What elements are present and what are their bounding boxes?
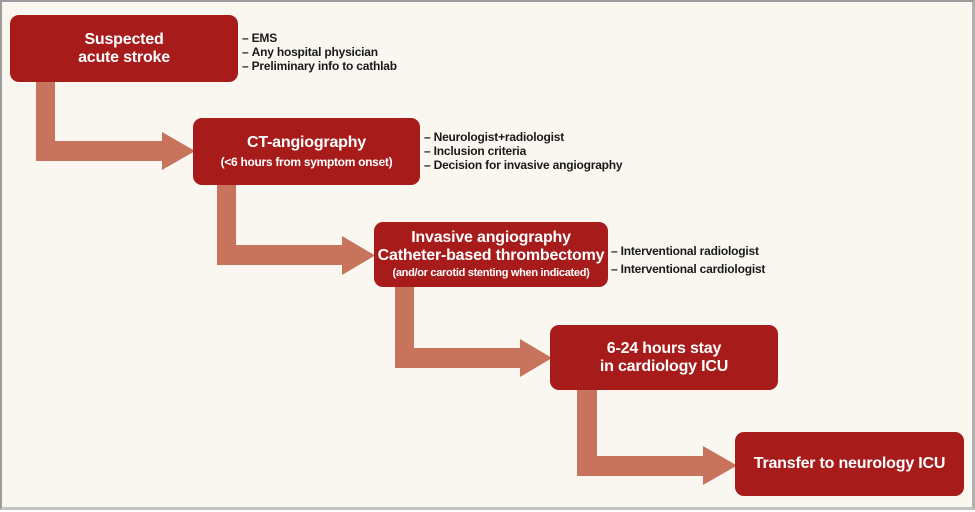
step-label-line: CT-angiography [247, 133, 366, 151]
arrow-step3-to-step4 [395, 287, 552, 377]
arrow-step1-to-step2 [36, 82, 195, 170]
step-label-line: Transfer to neurology ICU [753, 455, 946, 472]
step-notes-invasive-angiography: Interventional radiologist Interventiona… [611, 242, 766, 278]
step-notes-ct-angiography: Neurologist+radiologist Inclusion criter… [424, 130, 623, 172]
arrow-step2-to-step3 [217, 185, 375, 275]
step-label-line: acute stroke [78, 48, 170, 66]
step-label-line: 6-24 hours stay [606, 339, 722, 357]
step-sublabel: (and/or carotid stenting when indicated) [392, 266, 590, 279]
note-item: EMS [242, 31, 397, 45]
note-item: Neurologist+radiologist [424, 130, 622, 144]
step-box-invasive-angiography: Invasive angiography Catheter-based thro… [374, 222, 608, 287]
note-item: Interventional radiologist [611, 242, 765, 260]
step-box-cardiology-icu: 6-24 hours stay in cardiology ICU [550, 325, 778, 390]
step-sublabel: (<6 hours from symptom onset) [220, 154, 393, 169]
step-label-line: Invasive angiography [411, 228, 571, 246]
note-item: Interventional cardiologist [611, 260, 766, 278]
note-item: Preliminary info to cathlab [242, 59, 398, 73]
step-box-ct-angiography: CT-angiography (<6 hours from symptom on… [193, 118, 420, 185]
step-box-neurology-icu: Transfer to neurology ICU [735, 432, 964, 496]
step-notes-suspected-stroke: EMS Any hospital physician Preliminary i… [242, 31, 398, 73]
arrow-step4-to-step5 [577, 390, 737, 485]
step-label-line: Catheter-based thrombectomy [377, 246, 605, 264]
step-label-line: in cardiology ICU [599, 357, 729, 375]
note-item: Inclusion criteria [424, 144, 622, 158]
step-box-suspected-stroke: Suspected acute stroke [10, 15, 238, 82]
note-item: Any hospital physician [242, 45, 397, 59]
step-label-line: Suspected [84, 30, 164, 48]
note-item: Decision for invasive angiography [424, 158, 623, 172]
